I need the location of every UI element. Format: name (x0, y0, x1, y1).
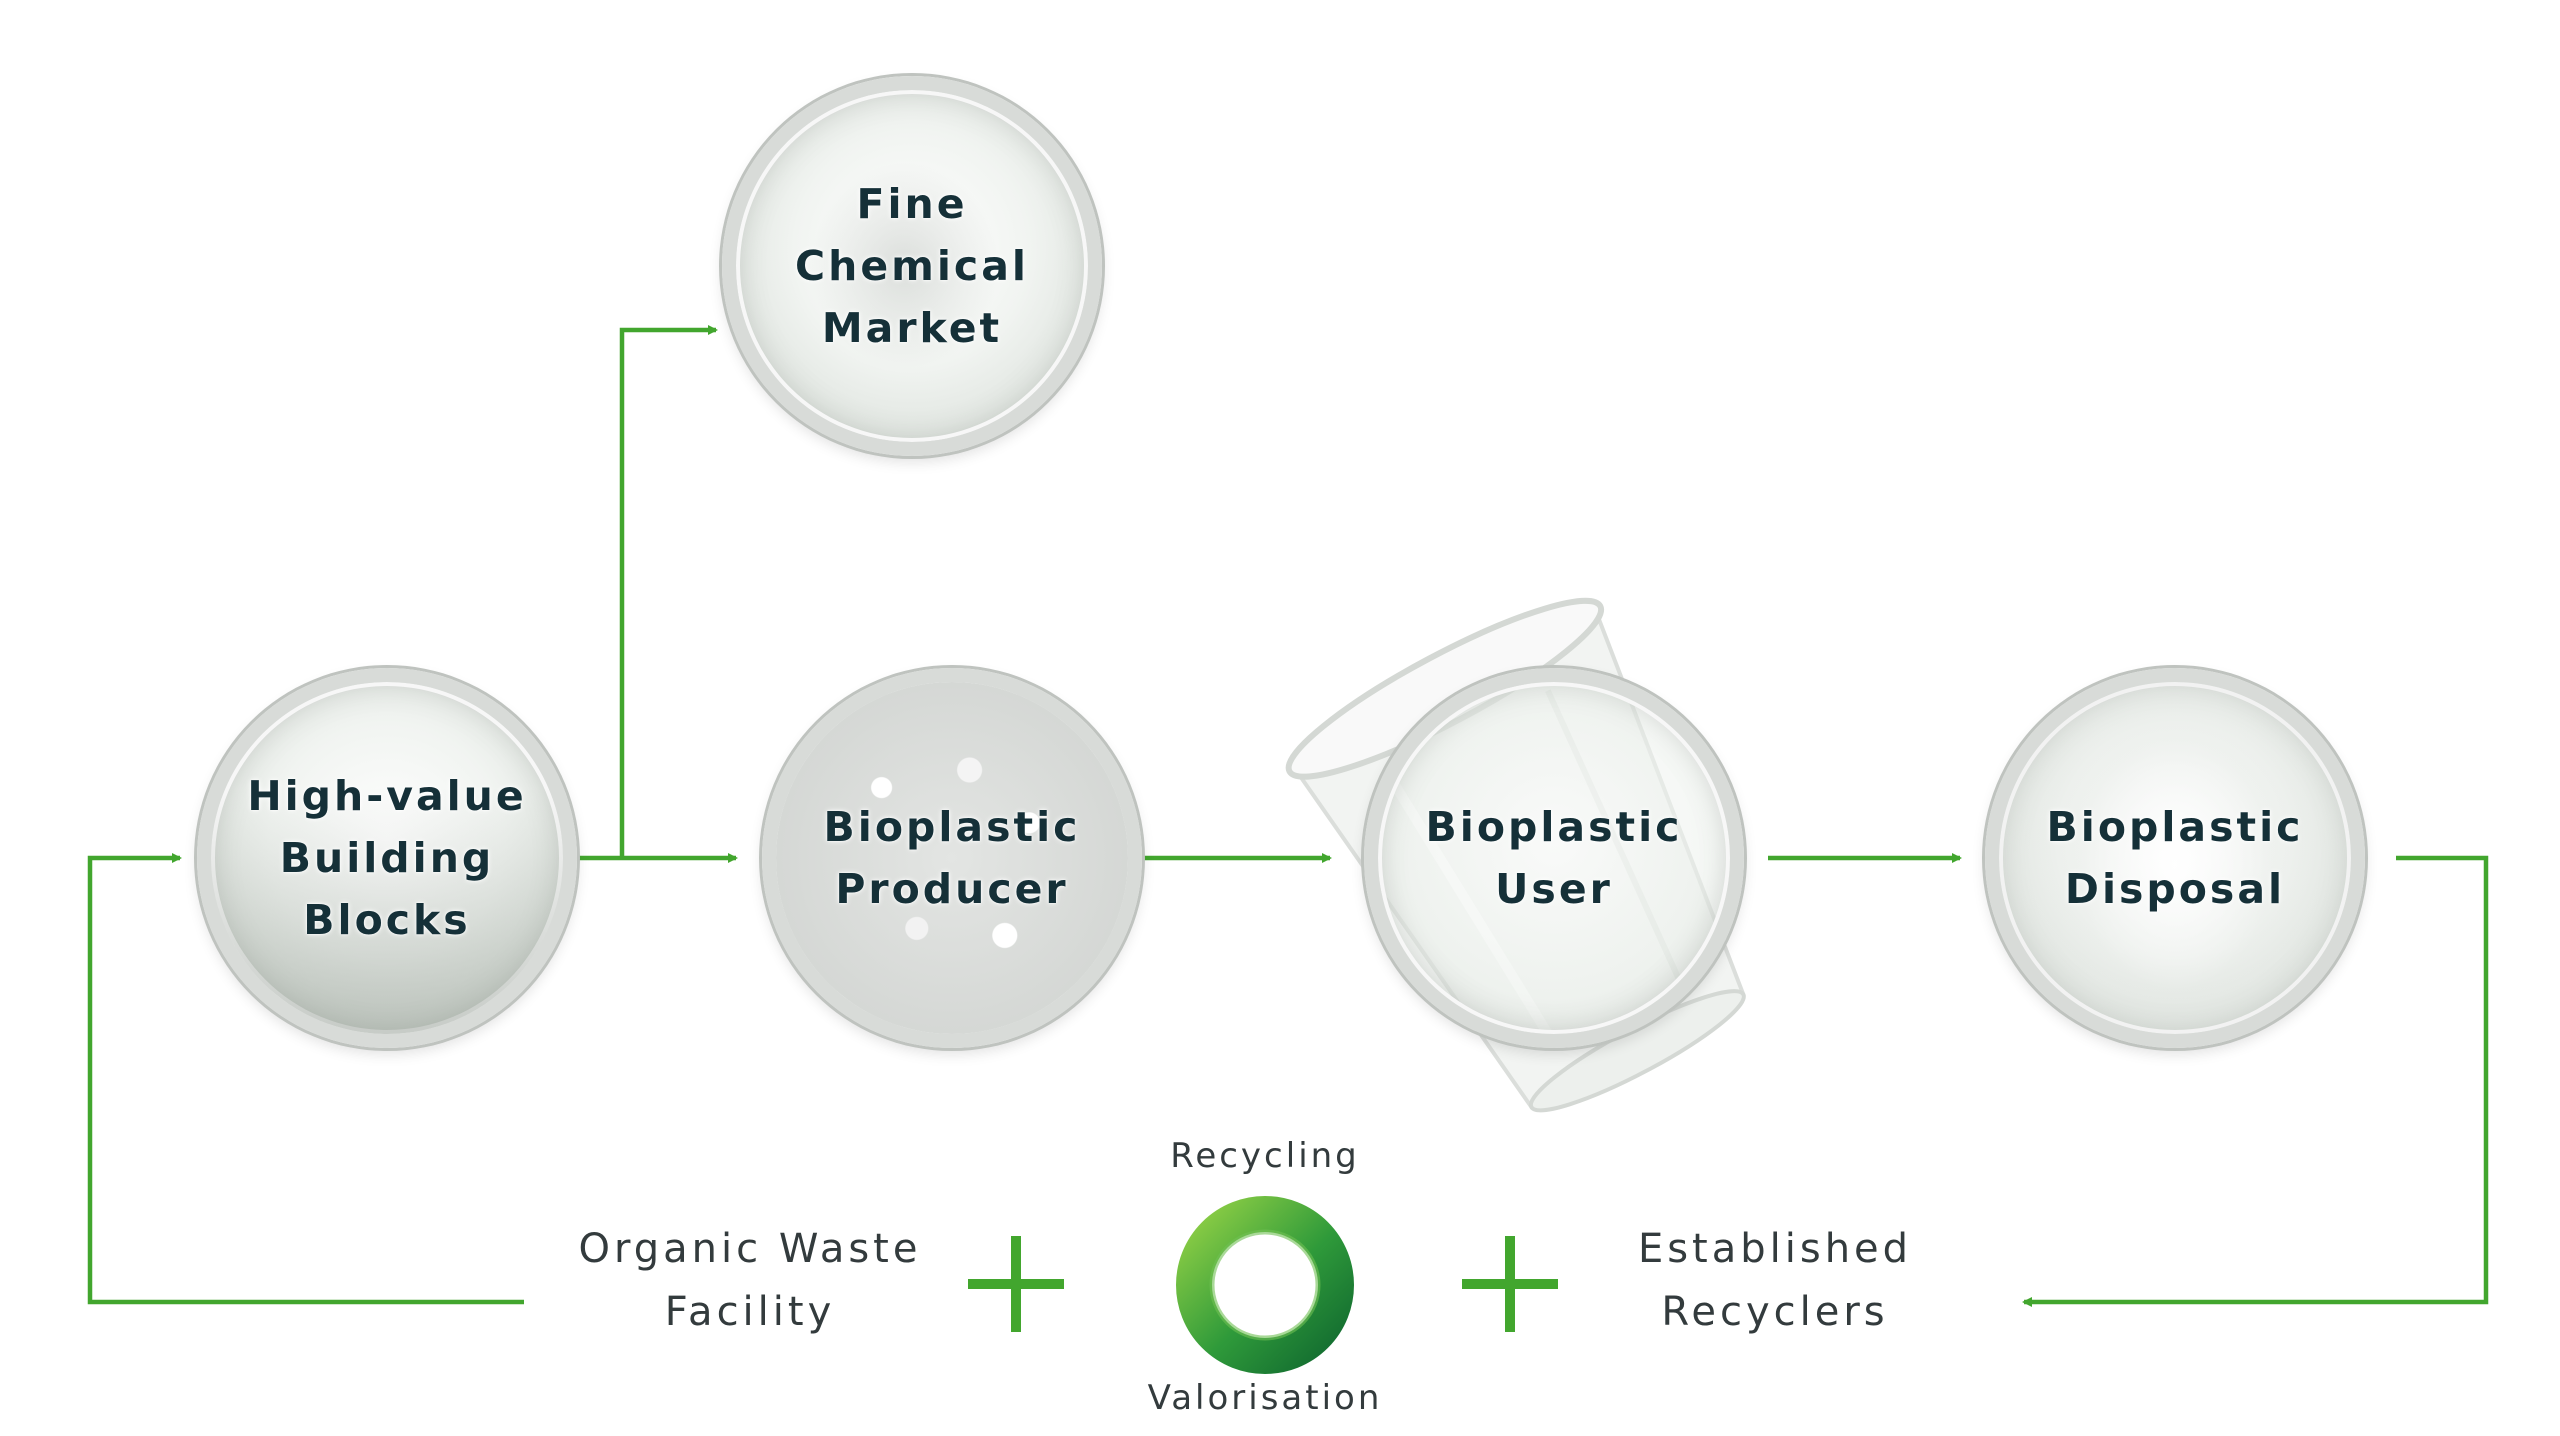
node-label-user: Bioplastic User (1425, 803, 1683, 913)
node-fine-chemical-market: Fine Chemical Market (722, 76, 1102, 456)
node-bioplastic-producer: Bioplastic Producer (762, 668, 1142, 1048)
node-label-fine-chemical: Fine Chemical Market (795, 180, 1029, 352)
flakes-texture (211, 682, 563, 1034)
powder-texture (736, 90, 1088, 442)
node-bioplastic-disposal: Bioplastic Disposal (1985, 668, 2365, 1048)
node-label-building-blocks: High-value Building Blocks (247, 772, 527, 944)
node-bioplastic-user: Bioplastic User (1364, 668, 1744, 1048)
organic-waste-facility-label: Organic Waste Facility (578, 1226, 922, 1335)
node-label-disposal: Bioplastic Disposal (2046, 803, 2304, 913)
arrow-organic-to-blocks (87, 853, 524, 1305)
plus-icon (1462, 1236, 1558, 1332)
node-high-value-building-blocks: High-value Building Blocks (197, 668, 577, 1048)
valorisation-label: Valorisation (1147, 1378, 1383, 1418)
recycling-label: Recycling (1170, 1136, 1360, 1176)
node-label-producer: Bioplastic Producer (823, 803, 1081, 913)
pellets-texture (776, 682, 1128, 1034)
plus-icon (968, 1236, 1064, 1332)
arrow-disposal-to-recyclers (2022, 855, 2489, 1307)
recycling-ring-icon (1176, 1196, 1354, 1374)
established-recyclers-label: Established Recyclers (1637, 1226, 1913, 1335)
arrow-blocks-to-fine-chemical (619, 325, 718, 858)
bag-texture (1999, 682, 2351, 1034)
